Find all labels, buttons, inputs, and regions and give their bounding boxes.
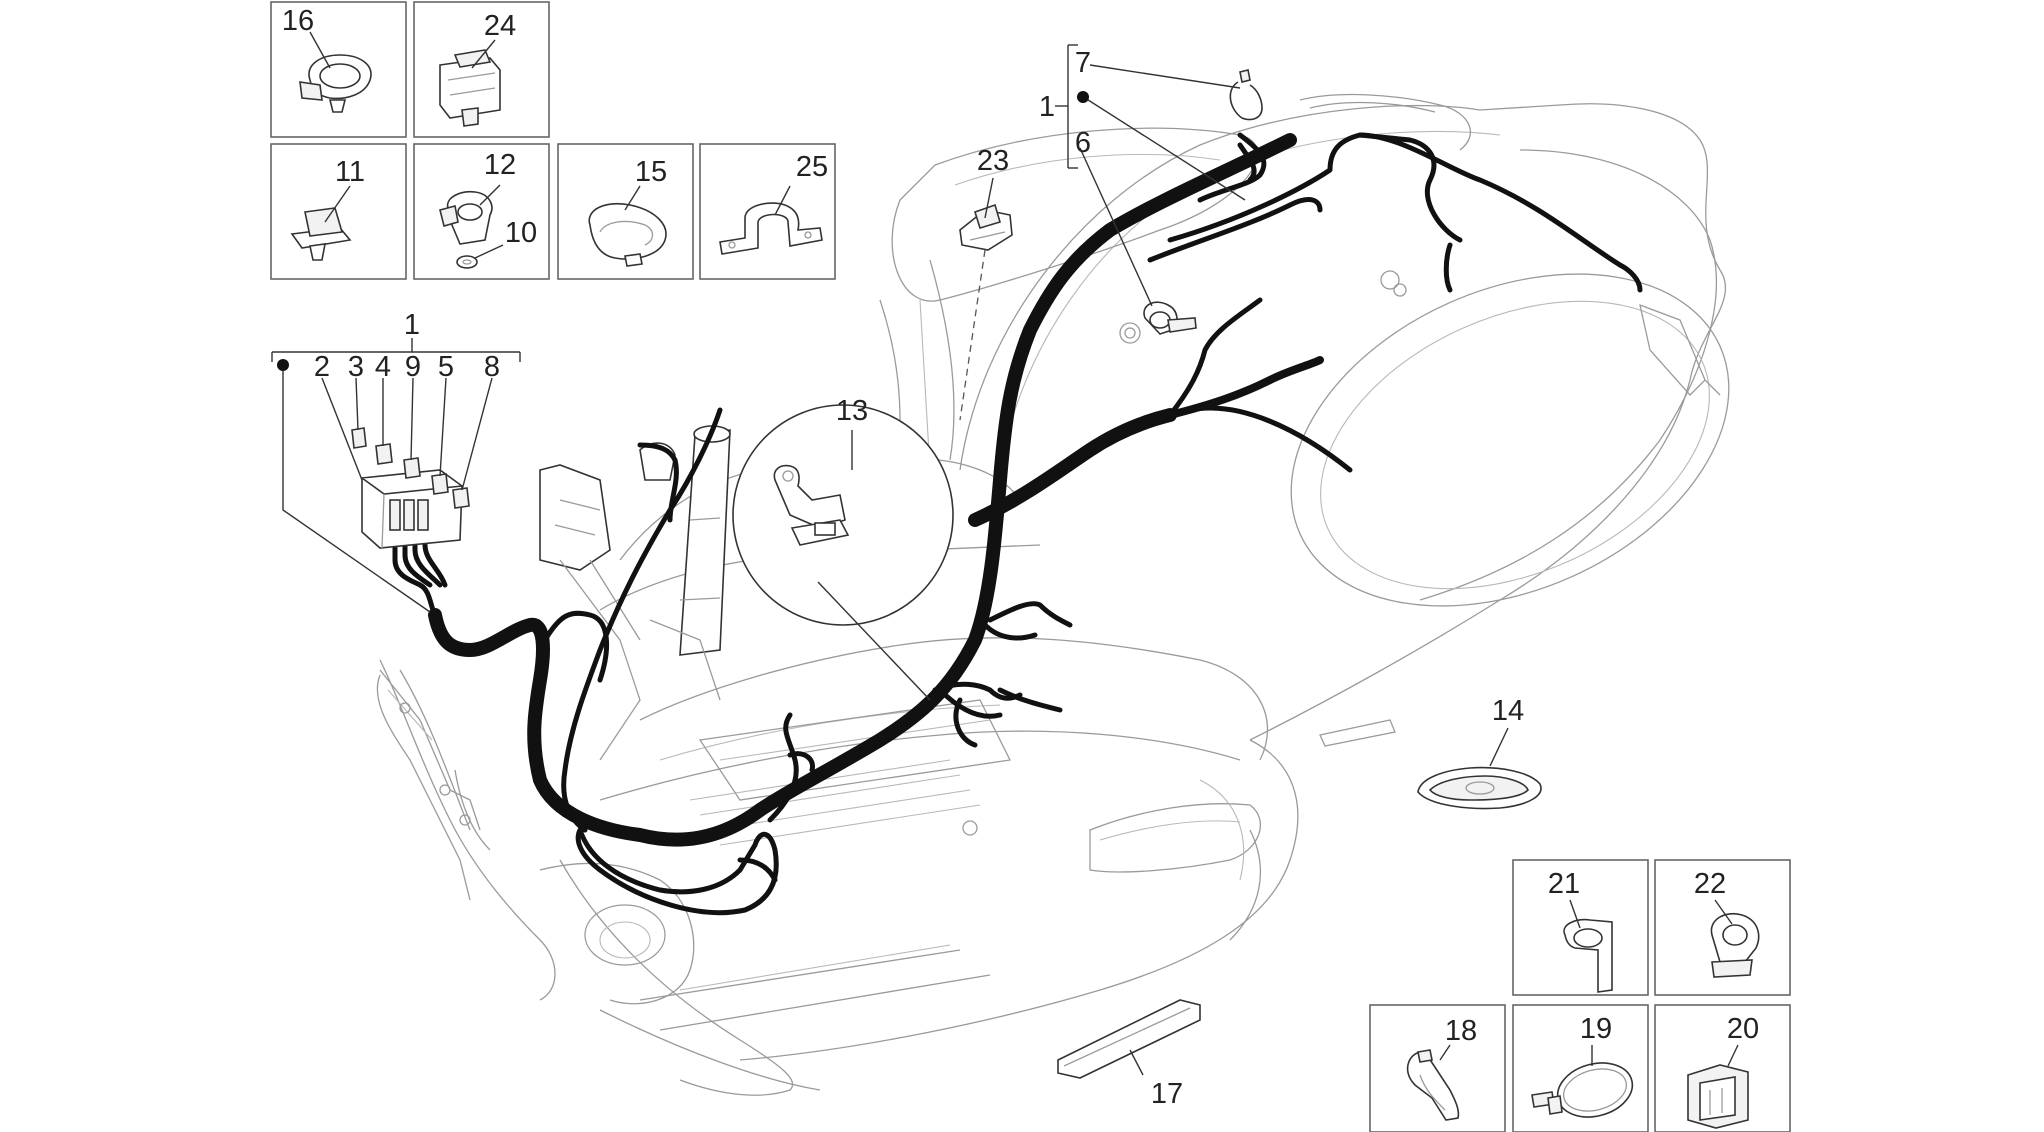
scooter-body-outline — [376, 93, 1730, 1096]
part-14-grommet — [1417, 766, 1542, 810]
callout-14: 14 — [1492, 695, 1524, 727]
part-23-clip — [959, 203, 1013, 251]
callout-labels: 16 24 11 12 10 15 25 23 7 1 6 1 2 3 4 9 … — [282, 5, 1759, 1110]
fuse-3 — [351, 427, 367, 449]
callout-2: 2 — [314, 351, 330, 383]
part-box-18 — [1369, 1004, 1506, 1132]
callout-13: 13 — [836, 395, 868, 427]
fuse-8 — [452, 487, 470, 509]
part-box-15 — [557, 143, 694, 280]
callout-8: 8 — [484, 351, 500, 383]
callout-3: 3 — [348, 351, 364, 383]
callout-23: 23 — [977, 145, 1009, 177]
group-bullet-mid — [277, 359, 289, 371]
callout-5: 5 — [438, 351, 454, 383]
wiring-harness — [392, 132, 1643, 916]
callout-19: 19 — [1580, 1013, 1612, 1045]
callout-15: 15 — [635, 156, 667, 188]
leader-lines — [271, 31, 1739, 1076]
callout-16: 16 — [282, 5, 314, 37]
callout-21: 21 — [1548, 868, 1580, 900]
callout-18: 18 — [1445, 1015, 1477, 1047]
callout-12: 12 — [484, 149, 516, 181]
callout-20: 20 — [1727, 1013, 1759, 1045]
part-13-detail — [732, 404, 954, 626]
part-6-clamp — [1143, 301, 1197, 335]
callout-11: 11 — [335, 156, 365, 188]
part-box-24 — [413, 1, 550, 138]
fuse-9 — [403, 457, 421, 479]
part-box-11 — [270, 143, 407, 280]
part-box-16 — [270, 1, 407, 138]
part-7-tie — [1229, 69, 1263, 121]
fuse-4 — [375, 443, 393, 465]
callout-22: 22 — [1694, 868, 1726, 900]
part-box-25 — [699, 143, 836, 280]
part-box-20 — [1654, 1004, 1791, 1132]
callout-17: 17 — [1151, 1078, 1183, 1110]
part-box-19 — [1512, 1004, 1649, 1132]
group-bullet-top — [1077, 91, 1089, 103]
callout-25: 25 — [796, 151, 828, 183]
part-17-strip — [1057, 999, 1201, 1079]
callout-7: 7 — [1075, 47, 1091, 79]
callout-24: 24 — [484, 10, 516, 42]
fuse-5 — [431, 473, 449, 495]
part-box-22 — [1654, 859, 1791, 996]
part-box-12-10 — [413, 143, 550, 280]
callout-1-mid: 1 — [404, 309, 420, 341]
callout-10: 10 — [505, 217, 537, 249]
callout-4: 4 — [375, 351, 391, 383]
callout-1-top: 1 — [1039, 91, 1055, 123]
callout-9: 9 — [405, 351, 421, 383]
callout-6: 6 — [1075, 127, 1091, 159]
